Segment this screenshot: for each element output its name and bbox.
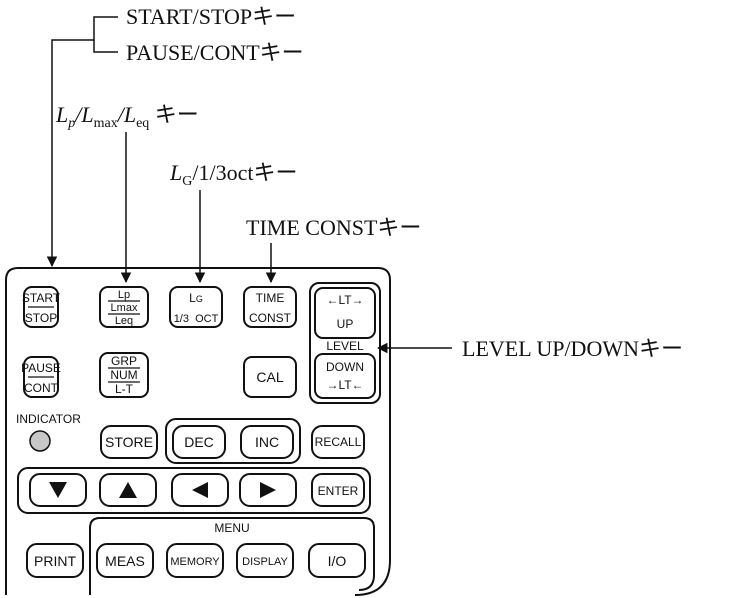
level-group-frame xyxy=(309,282,381,404)
up-triangle-icon xyxy=(119,482,137,498)
store-label: STORE xyxy=(105,434,153,450)
indicator-label: INDICATOR xyxy=(16,412,81,426)
right-key[interactable] xyxy=(239,473,297,507)
instrument-panel xyxy=(5,267,391,596)
grp-num-lt-key[interactable]: GRP NUM L-T xyxy=(99,352,149,398)
display-key[interactable]: DISPLAY xyxy=(236,543,294,578)
num-label: NUM xyxy=(110,368,137,382)
time-label: TIME xyxy=(256,291,285,305)
dec-label: DEC xyxy=(184,434,214,450)
menu-group-frame xyxy=(89,517,375,595)
up-key[interactable] xyxy=(99,473,157,507)
pause-cont-key[interactable]: PAUSE CONT xyxy=(21,356,61,398)
time-const-key[interactable]: TIME CONST xyxy=(243,286,297,328)
indicator-lamp-icon xyxy=(29,430,51,452)
start-stop-leader xyxy=(46,16,118,268)
display-label: DISPLAY xyxy=(242,556,288,568)
dec-inc-group-frame xyxy=(165,418,301,464)
left-key[interactable] xyxy=(171,473,229,507)
level-up-key[interactable]: ←LT→ UP xyxy=(314,287,376,339)
enter-key[interactable]: ENTER xyxy=(311,473,365,507)
start-stop-callout: START/STOPキー xyxy=(126,4,296,29)
lt-expand-label: ←LT→ xyxy=(326,293,363,307)
lp-lmax-leq-callout: Lp/Lmax/Leq キー xyxy=(55,102,199,131)
lg-octave-callout: LG/1/3octキー xyxy=(169,160,297,189)
leq-label: Leq xyxy=(115,315,133,327)
time-const-callout: TIME CONSTキー xyxy=(246,215,421,240)
grp-label: GRP xyxy=(111,354,137,368)
down-triangle-icon xyxy=(49,482,67,498)
pause-label: PAUSE xyxy=(21,361,61,375)
io-key[interactable]: I/O xyxy=(308,543,366,578)
cont-label: CONT xyxy=(24,381,59,395)
left-triangle-icon xyxy=(192,482,208,498)
store-key[interactable]: STORE xyxy=(100,425,158,459)
down-label: DOWN xyxy=(326,360,364,374)
start-label: START xyxy=(22,291,61,305)
menu-label: MENU xyxy=(214,521,249,535)
lmax-label: Lmax xyxy=(111,302,138,314)
start-stop-key[interactable]: START STOP xyxy=(22,286,61,328)
up-label: UP xyxy=(337,317,354,331)
level-down-key[interactable]: DOWN →LT← xyxy=(314,353,376,399)
inc-label: INC xyxy=(255,434,279,450)
const-label: CONST xyxy=(249,311,292,325)
octave-label: 1/3 OCT xyxy=(174,313,219,325)
meas-label: MEAS xyxy=(105,553,145,569)
lt-collapse-label: →LT← xyxy=(326,378,363,392)
io-label: I/O xyxy=(328,553,347,569)
recall-key[interactable]: RECALL xyxy=(311,425,365,459)
pause-cont-leader xyxy=(93,40,118,53)
cal-key[interactable]: CAL xyxy=(243,356,297,398)
level-label: LEVEL xyxy=(326,339,364,353)
print-label: PRINT xyxy=(34,553,76,569)
lg-octave-key[interactable]: LG 1/3 OCT xyxy=(169,286,223,328)
level-updown-callout: LEVEL UP/DOWNキー xyxy=(462,336,683,361)
inc-key[interactable]: INC xyxy=(240,425,294,459)
arrow-group-frame xyxy=(17,467,371,514)
pause-cont-callout: PAUSE/CONTキー xyxy=(126,40,304,65)
print-key[interactable]: PRINT xyxy=(26,543,84,578)
lt-label: L-T xyxy=(115,382,134,396)
meas-key[interactable]: MEAS xyxy=(96,543,154,578)
lp-label: Lp xyxy=(118,289,130,301)
stop-label: STOP xyxy=(25,311,57,325)
down-key[interactable] xyxy=(29,473,87,507)
leader-lines xyxy=(46,16,452,354)
right-triangle-icon xyxy=(260,482,276,498)
cal-label: CAL xyxy=(256,369,283,385)
memory-label: MEMORY xyxy=(170,556,220,568)
lp-lmax-leq-key[interactable]: Lp Lmax Leq xyxy=(99,286,149,328)
memory-key[interactable]: MEMORY xyxy=(166,543,224,578)
recall-label: RECALL xyxy=(315,435,362,449)
enter-label: ENTER xyxy=(318,484,359,498)
lg-label: LG xyxy=(189,291,203,305)
dec-key[interactable]: DEC xyxy=(172,425,226,459)
